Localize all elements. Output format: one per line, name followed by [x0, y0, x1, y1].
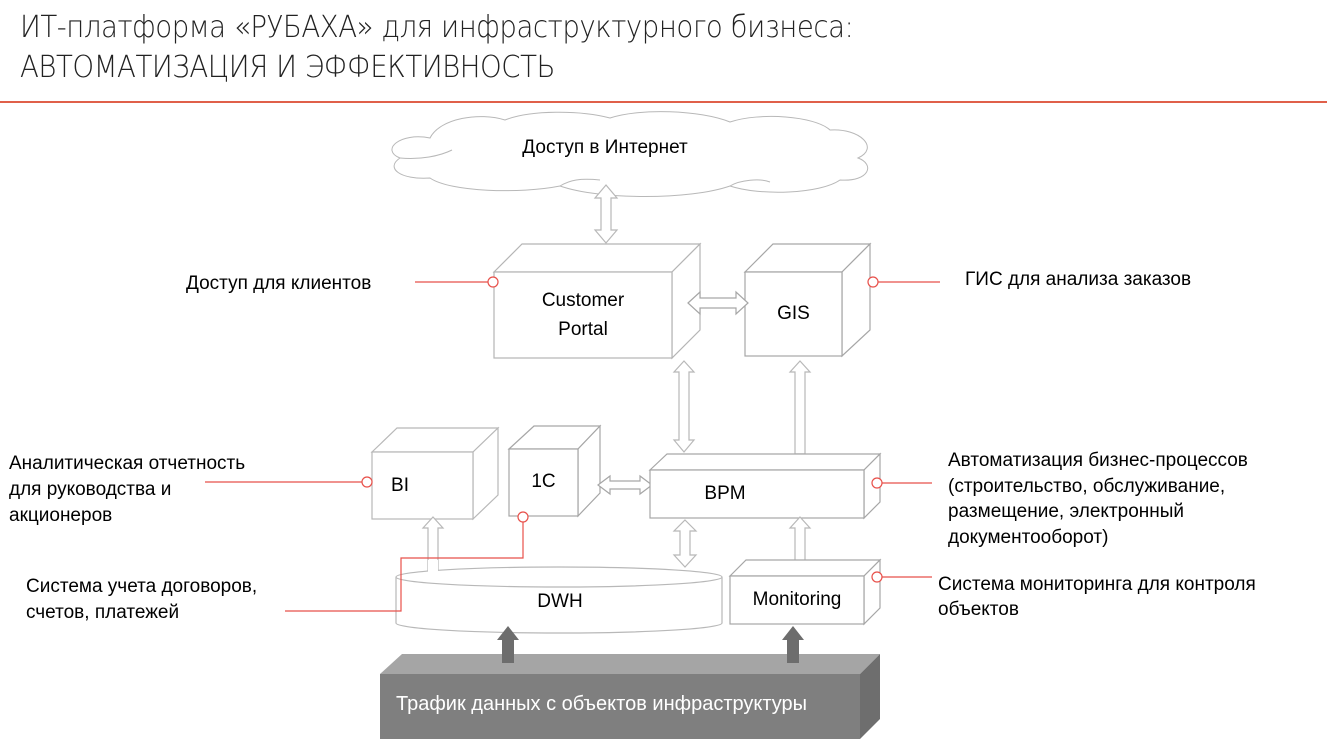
callout-bpm-line: документооборот) — [948, 527, 1109, 548]
gis-label: GIS — [777, 303, 810, 324]
monitoring-label: Monitoring — [752, 589, 842, 610]
callout-accounting-line: Система учета договоров, — [26, 576, 258, 597]
bi-label: BI — [391, 475, 409, 496]
callout-monitoring-line: Система мониторинга для контроля — [938, 574, 1256, 595]
arrow-portal-bpm — [672, 360, 696, 453]
dwh-cylinder[interactable] — [395, 566, 723, 634]
callout-bpm-line: (строительство, обслуживание, — [948, 476, 1226, 497]
callout-clients-access: Доступ для клиентов — [186, 273, 372, 294]
callout-gis-orders: ГИС для анализа заказов — [965, 269, 1192, 290]
arrow-traffic-monitoring — [782, 626, 804, 663]
cloud-label: Доступ в Интернет — [522, 137, 688, 158]
bi-box[interactable] — [370, 426, 500, 521]
title-divider — [0, 101, 1327, 103]
callout-accounting-line: счетов, платежей — [26, 602, 180, 623]
customer-portal-label-line1: Customer — [541, 290, 625, 311]
callout-dot-analytics — [361, 476, 373, 488]
callout-dot-clients — [487, 276, 499, 288]
bpm-box[interactable] — [648, 452, 882, 520]
traffic-label: Трафик данных с объектов инфраструктуры — [396, 693, 808, 715]
callout-dot-accounting — [517, 511, 529, 523]
arrow-portal-gis — [687, 290, 749, 316]
traffic-bar[interactable] — [380, 654, 880, 739]
callout-dot-bpm — [871, 477, 883, 489]
callout-analytics-line: акционеров — [9, 505, 113, 526]
page-title-line1: ИТ-платформа «РУБАХА» для инфраструктурн… — [20, 10, 854, 45]
callout-analytics-line: Аналитическая отчетность — [9, 453, 246, 474]
arrow-cloud-portal — [593, 184, 619, 244]
arrow-bpm-gis — [788, 360, 812, 455]
arrow-traffic-dwh — [497, 626, 519, 663]
callout-dot-monitoring — [871, 571, 883, 583]
callout-monitoring-line: объектов — [938, 599, 1019, 620]
callout-bpm-line: размещение, электронный — [948, 501, 1185, 522]
monitoring-box[interactable] — [728, 558, 882, 626]
callout-dot-gis — [867, 276, 879, 288]
one-c-box[interactable] — [507, 424, 602, 518]
customer-portal-box[interactable] — [492, 242, 702, 360]
callout-bpm-line: Автоматизация бизнес-процессов — [948, 450, 1248, 471]
callout-line-accounting — [285, 522, 524, 612]
gis-box[interactable] — [743, 242, 872, 358]
bpm-label: BPM — [704, 483, 746, 504]
callout-analytics-line: для руководства и — [9, 479, 172, 500]
dwh-label: DWH — [537, 591, 583, 612]
page-title-line2: АВТОМАТИЗАЦИЯ И ЭФФЕКТИВНОСТЬ — [20, 50, 555, 85]
internet-cloud — [391, 111, 869, 197]
arrow-bpm-dwh — [672, 519, 698, 568]
one-c-label: 1C — [531, 471, 556, 492]
customer-portal-label-line2: Portal — [558, 319, 608, 340]
arrow-1c-bpm — [597, 474, 653, 496]
